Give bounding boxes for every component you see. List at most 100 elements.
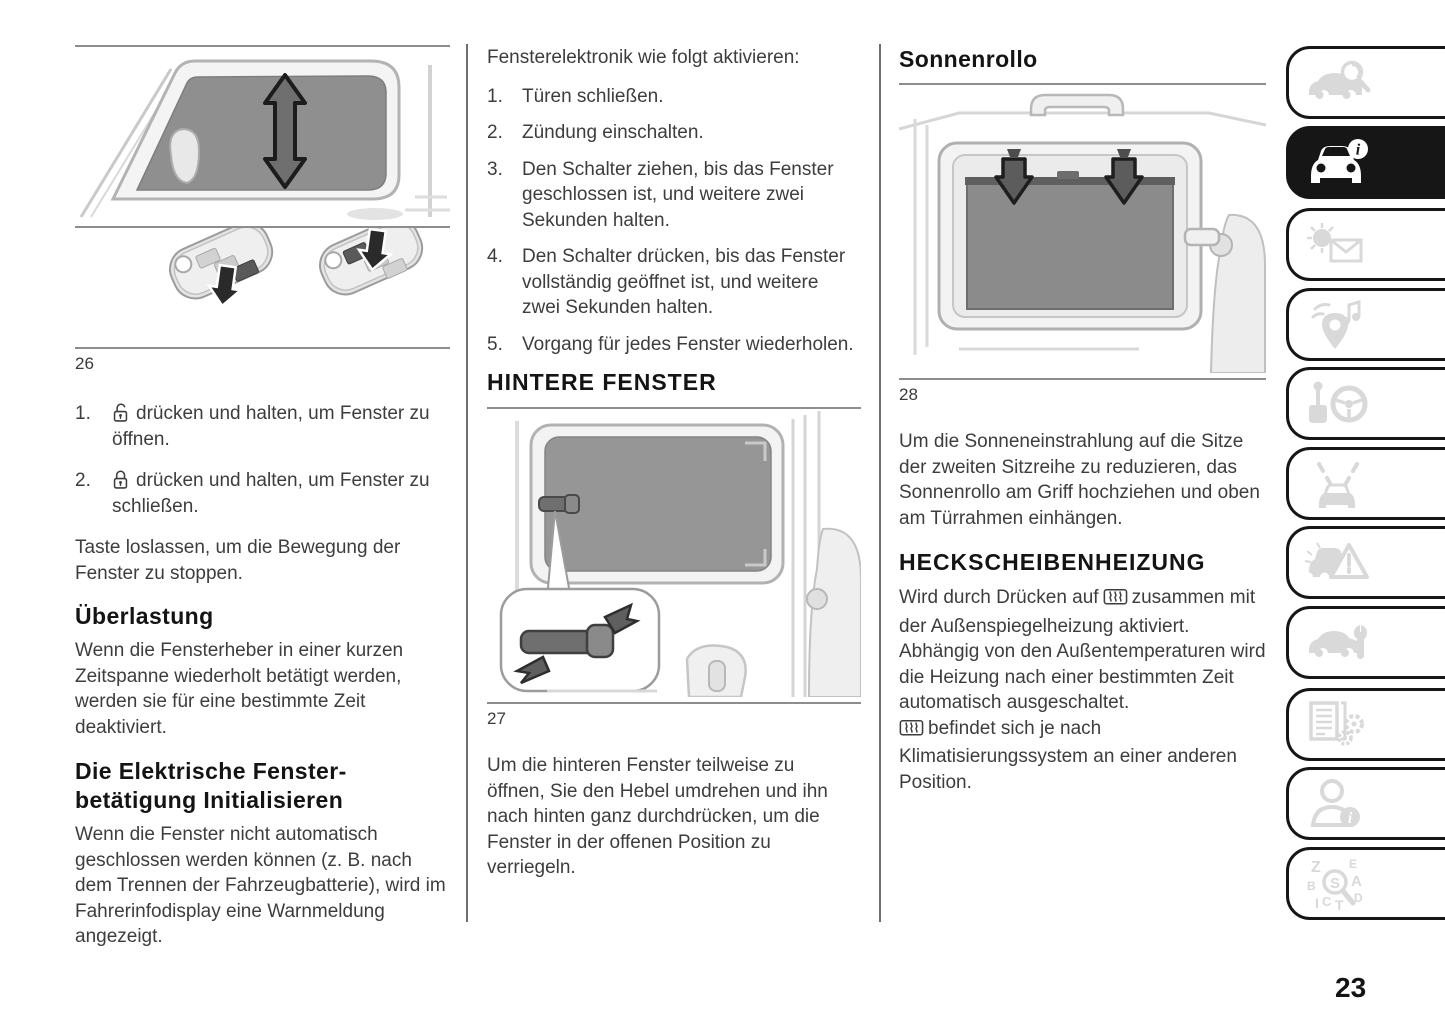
window-up-down-arrow: [263, 73, 307, 189]
figure-27-label: 27: [487, 709, 506, 728]
step-text: Türen schließen.: [522, 85, 664, 107]
window-button-list: 1. drücken und halten, um Fenster zu öff…: [75, 401, 450, 519]
figure-26-bottom-rule: [75, 347, 450, 349]
list-item: 2. drücken und halten, um Fenster zu sch…: [75, 468, 450, 519]
column-divider: [879, 44, 881, 922]
step-item: 5. Vorgang für jedes Fenster wiederholen…: [487, 332, 861, 358]
unlock-icon: [112, 401, 129, 423]
index-search-icon: Z E B A D I C T S: [1307, 857, 1363, 912]
svg-text:D: D: [1354, 891, 1363, 905]
figure-27-bottom-rule: [487, 702, 861, 704]
latch-handle-small: [538, 494, 580, 514]
text-run: Wird durch Drücken auf: [899, 587, 1099, 608]
paragraph: Um die hinteren Fenster teilweise zu öff…: [487, 755, 828, 878]
fob-press-arrow-right: [356, 227, 394, 272]
figure-26: 26: [75, 45, 450, 374]
sidebar-tab-warning-lights[interactable]: [1286, 208, 1445, 281]
section-heading-sonnenrollo: Sonnenrollo: [899, 46, 1038, 72]
car-service-icon: [1309, 624, 1367, 659]
section-heading-hintere-fenster: HINTERE FENSTER: [487, 369, 717, 395]
sidebar-tab-technical-data[interactable]: [1286, 688, 1445, 761]
step-item: 2. Zündung einschalten.: [487, 120, 861, 146]
step-text: Den Schalter ziehen, bis das Fenster ges…: [522, 158, 834, 231]
customer-info-icon: i: [1310, 778, 1360, 827]
svg-text:E: E: [1349, 857, 1357, 871]
page-number: 23: [1335, 972, 1367, 1003]
latch-handle-zoom: [513, 602, 641, 685]
sidebar-tab-driving[interactable]: [1286, 367, 1445, 440]
section-heading-heckscheibenheizung: HECKSCHEIBENHEIZUNG: [899, 549, 1206, 575]
list-item-text: drücken und halten, um Fenster zu schlie…: [112, 470, 430, 517]
text-run: befindet sich je nach Klimatisierungssys…: [899, 717, 1237, 793]
warning-lights-message-icon: [1307, 222, 1363, 262]
paragraph: Wenn die Fensterheber in einer kurzen Ze…: [75, 640, 404, 738]
column-right: Sonnenrollo: [898, 45, 1267, 796]
sidebar-tab-car-info[interactable]: i: [1286, 126, 1445, 199]
car-info-icon: i: [1311, 138, 1368, 183]
figure-28-bottom-rule: [899, 378, 1266, 380]
section-heading-initialisieren: Die Elektrische Fenster-betätigung Initi…: [75, 758, 347, 813]
column-middle: Fensterelektronik wie folgt aktivieren: …: [487, 45, 862, 881]
svg-text:i: i: [1348, 810, 1353, 827]
step-item: 4. Den Schalter drücken, bis das Fenster…: [487, 244, 861, 321]
step-number: 1.: [487, 85, 503, 107]
gearshift-steering-icon: [1309, 381, 1368, 423]
paragraph: Taste loslassen, um die Bewegung der Fen…: [75, 537, 401, 584]
rear-window-defrost-icon: [1103, 587, 1128, 614]
rear-window-latch-illustration: [487, 409, 862, 699]
activation-steps: 1. Türen schließen. 2. Zündung einschalt…: [487, 84, 861, 358]
figure-26-label: 26: [75, 354, 94, 373]
sidebar-tab-service[interactable]: [1286, 606, 1445, 679]
lock-icon: [112, 468, 129, 490]
step-number: 5.: [487, 333, 503, 355]
list-item: 1. drücken und halten, um Fenster zu öff…: [75, 401, 450, 452]
svg-text:T: T: [1335, 897, 1344, 912]
svg-text:A: A: [1351, 873, 1362, 890]
step-item: 1. Türen schließen.: [487, 84, 861, 110]
list-number: 2.: [75, 470, 91, 491]
column-left: 26 1. drücken und halten, um Fenster zu …: [75, 45, 450, 950]
car-search-icon: [1309, 60, 1371, 99]
fob-press-arrow-left: [206, 263, 244, 308]
sidebar-tab-navigation-audio[interactable]: [1286, 288, 1445, 361]
sun-blind: [965, 171, 1175, 310]
paragraph: befindet sich je nach Klimatisierungssys…: [899, 716, 1266, 796]
svg-text:Z: Z: [1311, 859, 1321, 876]
figure-28-top-rule: [899, 83, 1266, 85]
emergency-triangle-icon: [1305, 541, 1369, 579]
figure-26-mid-rule: [75, 226, 450, 228]
list-number: 1.: [75, 403, 91, 424]
step-text: Zündung einschalten.: [522, 122, 704, 143]
text-run: zusammen mit der Außenspiegelheizung akt…: [899, 587, 1266, 713]
rear-window-defrost-icon: [899, 718, 924, 745]
svg-text:I: I: [1315, 895, 1319, 911]
door-window-illustration: [75, 47, 450, 221]
driver-assistance-icon: [1317, 461, 1359, 508]
key-fob-illustration: [75, 217, 450, 342]
step-number: 3.: [487, 158, 503, 180]
paragraph: Wenn die Fenster nicht automatisch gesch…: [75, 824, 446, 947]
roof-grab-handle: [1029, 93, 1125, 117]
technical-data-icon: [1309, 700, 1364, 746]
step-item: 3. Den Schalter ziehen, bis das Fenster …: [487, 157, 861, 234]
step-text: Den Schalter drücken, bis das Fenster vo…: [522, 246, 846, 318]
sidebar-tab-emergency[interactable]: [1286, 526, 1445, 599]
figure-26-top-rule: [75, 45, 450, 47]
sidebar-tab-car-search[interactable]: [1286, 46, 1445, 119]
step-number: 2.: [487, 122, 503, 143]
figure-28-label: 28: [899, 385, 918, 404]
sidebar-tab-customer-info[interactable]: i: [1286, 767, 1445, 840]
figure-27: 27: [487, 407, 862, 729]
section-heading-ueberlastung: Überlastung: [75, 603, 214, 629]
svg-text:S: S: [1330, 875, 1340, 892]
sun-blind-illustration: [898, 85, 1267, 374]
figure-28: 28: [898, 83, 1267, 405]
list-item-text: drücken und halten, um Fenster zu öffnen…: [112, 403, 430, 450]
svg-text:B: B: [1307, 879, 1316, 893]
figure-27-top-rule: [487, 407, 861, 409]
intro-line: Fensterelektronik wie folgt aktivieren:: [487, 47, 800, 68]
sidebar-tab-driver-assistance[interactable]: [1286, 447, 1445, 520]
sidebar-tab-index[interactable]: Z E B A D I C T S: [1286, 847, 1445, 920]
